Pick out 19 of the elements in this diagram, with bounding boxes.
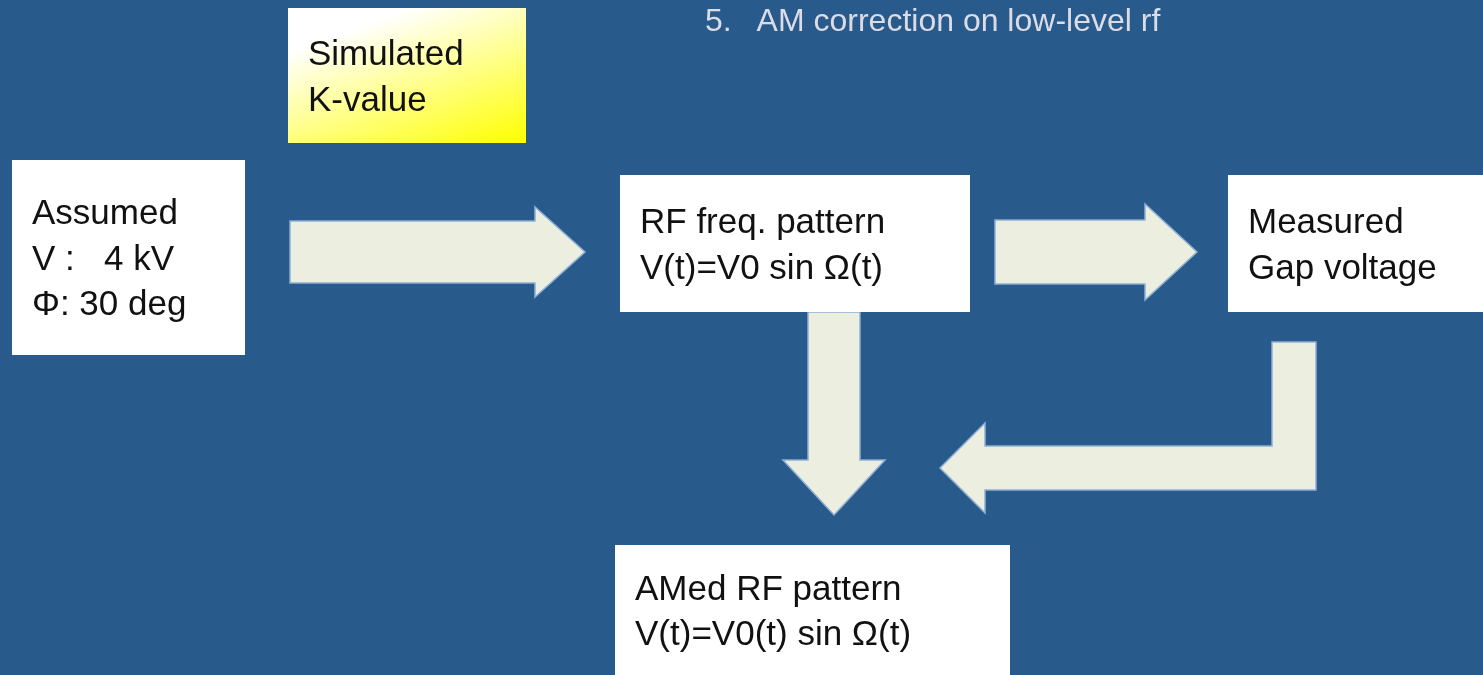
box-text: Simulated K-value: [308, 32, 465, 120]
text-box: [1228, 175, 1483, 312]
box-text: V : 4 kV: [32, 236, 175, 279]
text-box: [615, 545, 1010, 675]
box-text: RF freq. pattern: [640, 200, 887, 242]
text-box: [620, 175, 970, 312]
box-text: V(t)=V0 sin Ω(t): [640, 245, 885, 288]
block-arrow: [289, 205, 587, 299]
slide-title: 5. AM correction on low-level rf: [705, 2, 1161, 39]
highlight-box: [288, 8, 526, 143]
block-arrow: [994, 202, 1199, 302]
box-text: Measured Gap voltage: [1248, 200, 1438, 288]
block-arrow: [781, 311, 887, 517]
box-text: AMed RF pattern: [635, 566, 903, 609]
box-text: Φ: 30 deg: [32, 282, 188, 325]
text-box: [12, 160, 245, 355]
box-text: Assumed: [32, 191, 179, 234]
box-text: V(t)=V0(t) sin Ω(t): [635, 612, 913, 654]
block-arrow: [938, 341, 1317, 515]
